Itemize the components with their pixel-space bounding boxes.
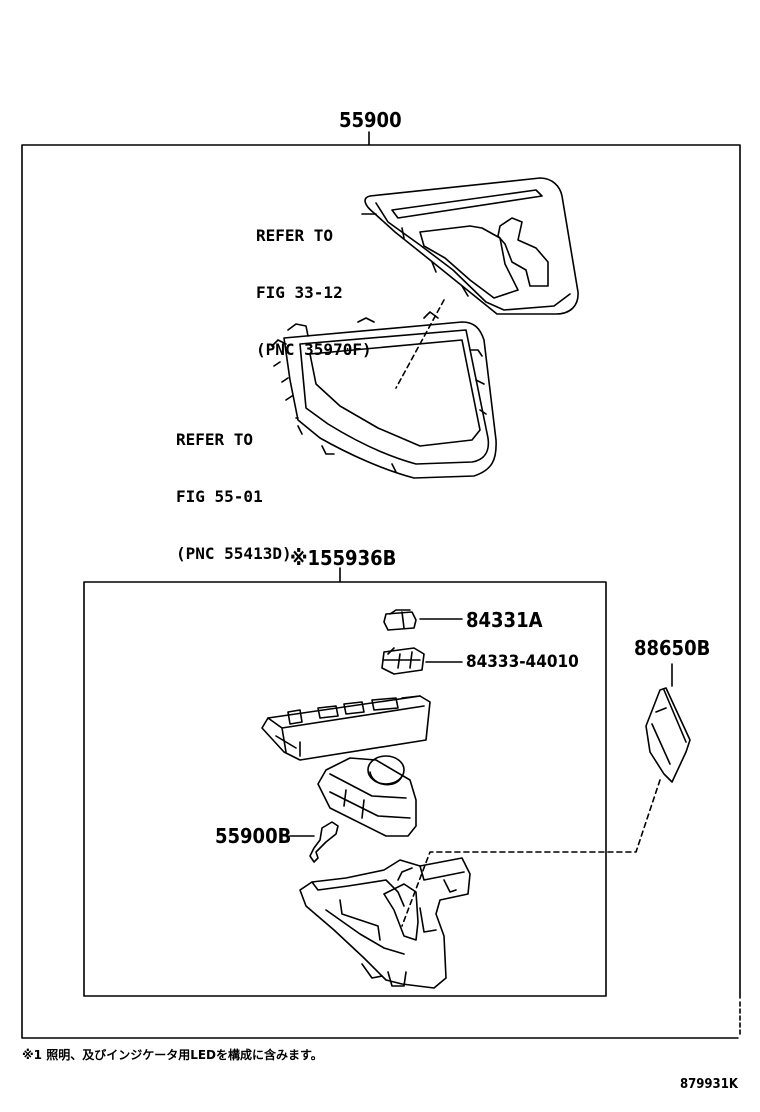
refer-label-upper: REFER TO FIG 33-12 (PNC 35970F) xyxy=(256,188,372,378)
assembly-main-label: 55900 xyxy=(339,108,402,132)
module-label: 88650B xyxy=(634,636,711,660)
refer-label-lower: REFER TO FIG 55-01 (PNC 55413D) xyxy=(176,392,292,582)
refer-lower-line-3: (PNC 55413D) xyxy=(176,544,292,563)
refer-upper-line-2: FIG 33-12 xyxy=(256,283,343,302)
refer-upper-line-1: REFER TO xyxy=(256,226,334,245)
switch-label: 84333-44010 xyxy=(466,652,579,672)
assembly-sub-label: ※155936B xyxy=(290,546,397,570)
bulb-socket-label: 84331A xyxy=(466,608,543,632)
screw-pin-label: 55900B xyxy=(215,824,292,848)
diagram-id: 879931K xyxy=(680,1077,738,1092)
refer-lower-line-1: REFER TO xyxy=(176,430,254,449)
refer-upper-line-3: (PNC 35970F) xyxy=(256,340,372,359)
refer-lower-line-2: FIG 55-01 xyxy=(176,487,263,506)
switch-part xyxy=(381,647,425,675)
bracket-housing-part xyxy=(299,857,471,989)
bulb-socket-part xyxy=(383,609,417,631)
indicator-panel-part xyxy=(261,695,431,761)
screw-pin-part xyxy=(309,821,339,863)
upper-bezel-part xyxy=(364,177,579,315)
sub-assembly-frame xyxy=(83,567,607,997)
module-part xyxy=(645,687,691,783)
lower-panel-part xyxy=(271,311,497,479)
footnote: ※1 照明、及びインジケータ用LEDを構成に含みます。 xyxy=(22,1048,323,1062)
shift-knob-unit-part xyxy=(317,755,417,837)
assembly-frame xyxy=(21,131,741,1039)
